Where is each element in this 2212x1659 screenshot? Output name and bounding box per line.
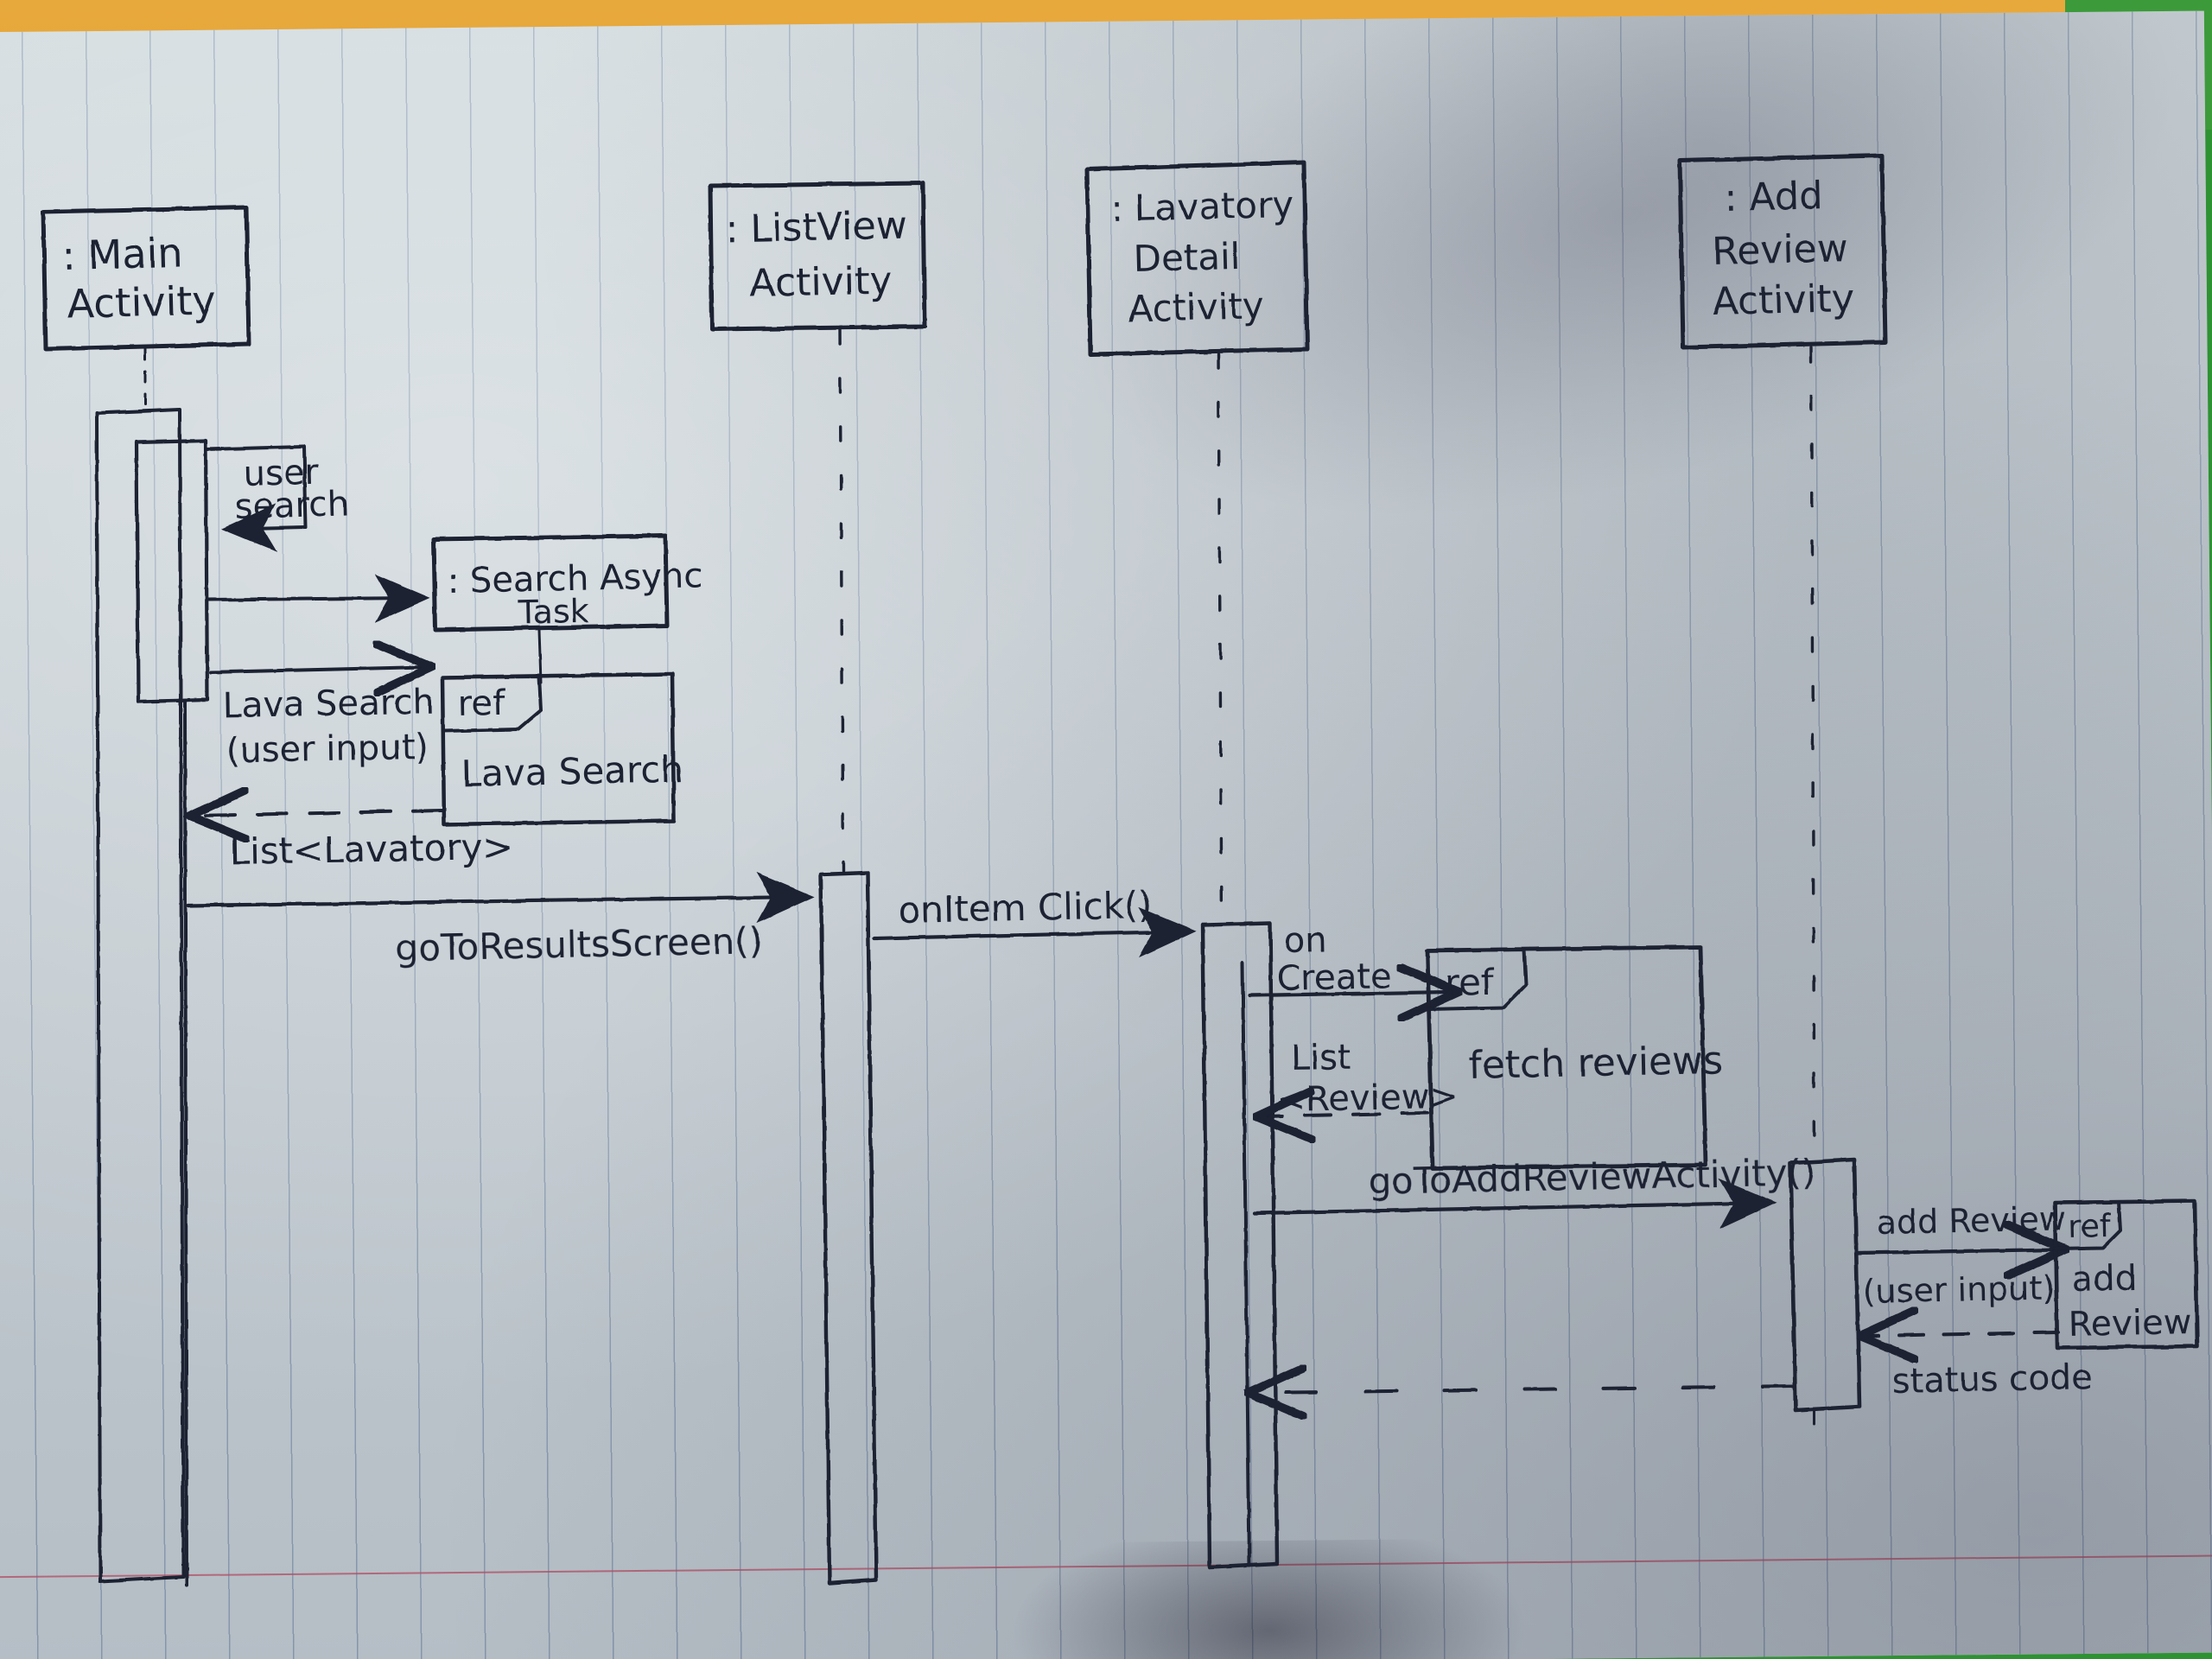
- label-message-status-code: status code: [1891, 1357, 2093, 1402]
- object-box-search-async-task: [431, 533, 670, 632]
- label-message-on-item-click: onItem Click(): [898, 884, 1153, 931]
- svg-text:add Review: add Review: [1876, 1199, 2066, 1242]
- label-message-list-review: List <Review>: [1276, 1038, 1459, 1120]
- svg-text:add: add: [2071, 1258, 2137, 1300]
- message-on-item-click: [872, 906, 1197, 958]
- message-list-review-return: [1263, 1113, 1429, 1116]
- svg-text:: Main: : Main: [61, 229, 183, 279]
- message-return-to-lavatory-detail: [1255, 1386, 1796, 1393]
- activation-lavatory-detail: [1200, 920, 1280, 1570]
- svg-text:<Review>: <Review>: [1276, 1077, 1459, 1120]
- activation-main-outer: [95, 408, 185, 1583]
- svg-text:(user input): (user input): [1862, 1268, 2055, 1311]
- lifeline-search-async-task: [537, 628, 543, 684]
- label-message-add-review: add Review (user input): [1862, 1199, 2066, 1311]
- svg-text:Activity: Activity: [1712, 276, 1855, 324]
- lifeline-box-add-review: [1677, 153, 1888, 350]
- message-status-code-return: [1866, 1332, 2060, 1336]
- svg-text:ref: ref: [1444, 961, 1495, 1004]
- lifeline-box-lavatory-detail: [1084, 160, 1310, 357]
- activation-main-inner-tail: [183, 700, 188, 1587]
- svg-text:onItem Click(): onItem Click(): [898, 884, 1153, 931]
- label-message-on-create: on Create: [1276, 920, 1392, 999]
- activation-add-review: [1788, 1157, 1862, 1413]
- message-go-to-results-screen: [186, 872, 815, 924]
- label-lifeline-lavatory-detail: : Lavatory Detail Activity: [1110, 183, 1294, 330]
- label-object-search-async-task: : Search Async Task: [447, 556, 702, 632]
- svg-text:Review: Review: [2068, 1302, 2192, 1344]
- label-message-go-to-results-screen: goToResultsScreen(): [395, 919, 763, 969]
- svg-text:search: search: [234, 485, 350, 527]
- lifeline-box-listview: [708, 181, 927, 332]
- svg-text:Detail: Detail: [1133, 235, 1241, 280]
- message-lava-search: [209, 667, 425, 672]
- svg-text:Lava Search: Lava Search: [461, 748, 683, 795]
- ref-fragment-lava-search: [440, 671, 677, 827]
- svg-text:goToResultsScreen(): goToResultsScreen(): [395, 919, 763, 969]
- label-ref-fragment-lava-search: ref Lava Search: [457, 683, 683, 795]
- svg-text:Activity: Activity: [67, 277, 216, 327]
- svg-text:Task: Task: [517, 592, 589, 632]
- label-lifeline-add-review: : Add Review Activity: [1712, 174, 1855, 324]
- svg-text:Review: Review: [1712, 226, 1848, 274]
- message-on-create: [1247, 992, 1452, 995]
- label-message-user-search: user search: [234, 453, 350, 527]
- label-lifeline-listview: : ListView Activity: [725, 204, 907, 306]
- svg-text:: Lavatory: : Lavatory: [1110, 183, 1294, 230]
- svg-text:goToAddReviewActivity(): goToAddReviewActivity(): [1368, 1151, 1815, 1203]
- svg-text:: Search Async: : Search Async: [447, 556, 702, 601]
- svg-text:Activity: Activity: [749, 259, 893, 306]
- svg-text:user: user: [243, 453, 320, 494]
- svg-text:List<Lavatory>: List<Lavatory>: [229, 825, 513, 873]
- activation-listview: [818, 870, 879, 1586]
- svg-text:Lava Search: Lava Search: [222, 683, 435, 726]
- lifeline-listview: [838, 328, 845, 873]
- svg-text:fetch reviews: fetch reviews: [1468, 1039, 1723, 1088]
- svg-text:on: on: [1283, 920, 1327, 961]
- svg-text:status code: status code: [1891, 1357, 2093, 1402]
- lifeline-lavatory-detail: [1217, 353, 1224, 925]
- sketch-text-layer: : Main Activity : ListView Activity : La…: [61, 174, 2192, 1402]
- ref-fragment-add-review: [2052, 1198, 2200, 1351]
- ref-fragment-fetch-reviews: [1425, 944, 1708, 1171]
- svg-text:(user input): (user input): [226, 728, 429, 771]
- message-list-lavatory-return: [197, 810, 444, 816]
- label-message-lava-search: Lava Search (user input): [222, 683, 435, 771]
- svg-text:: ListView: : ListView: [725, 204, 907, 251]
- svg-text:: Add: : Add: [1724, 174, 1823, 220]
- label-ref-fragment-add-review: ref add Review: [2068, 1209, 2192, 1344]
- label-ref-fragment-fetch-reviews: ref fetch reviews: [1444, 961, 1723, 1088]
- message-go-to-add-review-activity: [1252, 1178, 1777, 1230]
- lifeline-box-main: [41, 205, 251, 352]
- svg-text:List: List: [1290, 1038, 1351, 1078]
- label-message-list-lavatory: List<Lavatory>: [229, 825, 513, 873]
- svg-text:Activity: Activity: [1128, 284, 1264, 330]
- message-create-search-async-task: [206, 574, 430, 623]
- message-user-search: [204, 445, 308, 552]
- activation-lavatory-detail-inner: [1241, 962, 1251, 1567]
- svg-text:ref: ref: [457, 683, 505, 724]
- label-message-go-to-add-review-activity: goToAddReviewActivity(): [1368, 1151, 1815, 1203]
- svg-text:Create: Create: [1276, 957, 1392, 999]
- message-add-review: [1853, 1249, 2058, 1253]
- svg-text:ref: ref: [2068, 1209, 2112, 1245]
- activation-main-inner: [134, 438, 210, 704]
- lifeline-add-review: [1809, 346, 1816, 1165]
- label-lifeline-main: : Main Activity: [61, 229, 216, 327]
